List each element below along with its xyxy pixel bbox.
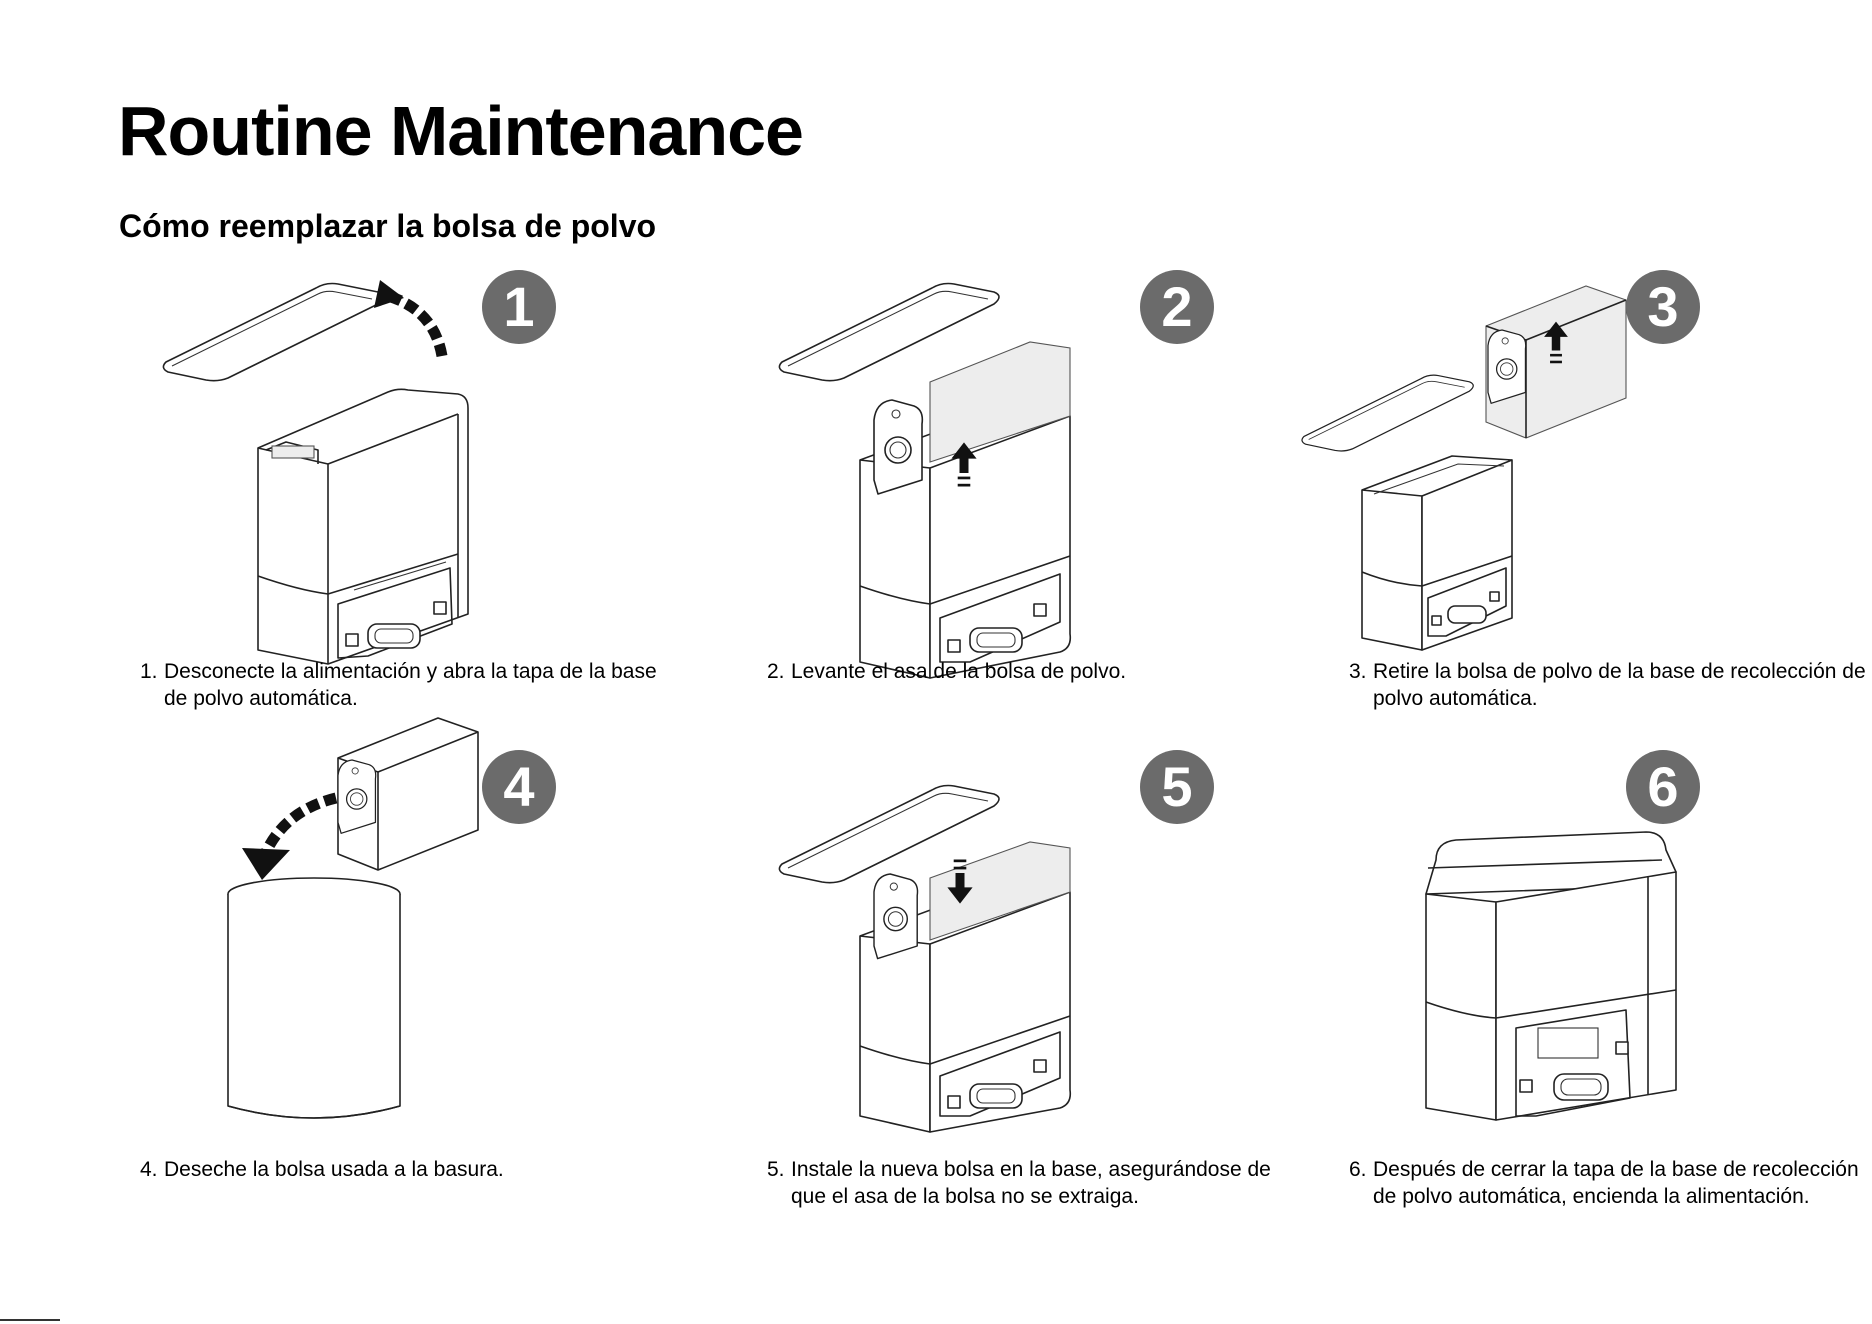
step-6: 6 6. Después de cerrar la tapa de la bas…	[1300, 710, 1872, 1210]
step-6-badge: 6	[1626, 750, 1700, 824]
step-5-badge: 5	[1140, 750, 1214, 824]
step-1-illustration	[162, 280, 469, 665]
step-3-badge: 3	[1626, 270, 1700, 344]
step-1-text: Desconecte la alimentación y abra la tap…	[164, 660, 657, 710]
step-3: 3 3. Retire la bolsa de polvo de la base…	[1300, 270, 1872, 770]
section-subtitle: Cómo reemplazar la bolsa de polvo	[119, 208, 657, 244]
step-3-number: 3.	[1349, 660, 1367, 683]
step-4-illustration	[227, 717, 479, 1119]
step-5: 5 5. Instale la nueva bolsa en la base, …	[742, 710, 1342, 1210]
step-6-text: Después de cerrar la tapa de la base de …	[1373, 1158, 1859, 1208]
step-4-badge: 4	[482, 750, 556, 824]
step-3-caption: 3. Retire la bolsa de polvo de la base d…	[1349, 658, 1869, 712]
step-4-number: 4.	[140, 1158, 158, 1181]
step-6-illustration	[1425, 831, 1677, 1121]
step-1-number: 1.	[140, 660, 158, 683]
step-5-caption: 5. Instale la nueva bolsa en la base, as…	[767, 1156, 1287, 1210]
step-2-number: 2.	[767, 660, 785, 683]
page-title: Routine Maintenance	[118, 92, 804, 170]
step-1-caption: 1. Desconecte la alimentación y abra la …	[140, 658, 660, 712]
step-2-caption: 2. Levante el asa de la bolsa de polvo.	[767, 658, 1287, 685]
step-4-caption: 4. Deseche la bolsa usada a la basura.	[140, 1156, 660, 1183]
step-1: 1 1. Desconecte la alimentación y abra l…	[118, 270, 718, 770]
step-6-caption: 6. Después de cerrar la tapa de la base …	[1349, 1156, 1869, 1210]
step-3-illustration	[1301, 285, 1627, 651]
step-3-text: Retire la bolsa de polvo de la base de r…	[1373, 660, 1866, 710]
step-4: 4 4. Deseche la bolsa usada a la basura.	[118, 710, 718, 1210]
step-2-illustration	[778, 282, 1072, 679]
step-2: 2 2. Levante el asa de la bolsa de polvo…	[742, 270, 1342, 770]
step-5-number: 5.	[767, 1158, 785, 1181]
step-5-illustration	[778, 784, 1072, 1133]
step-1-badge: 1	[482, 270, 556, 344]
step-6-number: 6.	[1349, 1158, 1367, 1181]
step-2-badge: 2	[1140, 270, 1214, 344]
step-2-text: Levante el asa de la bolsa de polvo.	[791, 660, 1127, 683]
step-5-text: Instale la nueva bolsa en la base, asegu…	[791, 1158, 1271, 1208]
page-corner-rule	[0, 1319, 60, 1321]
step-4-text: Deseche la bolsa usada a la basura.	[164, 1158, 504, 1181]
